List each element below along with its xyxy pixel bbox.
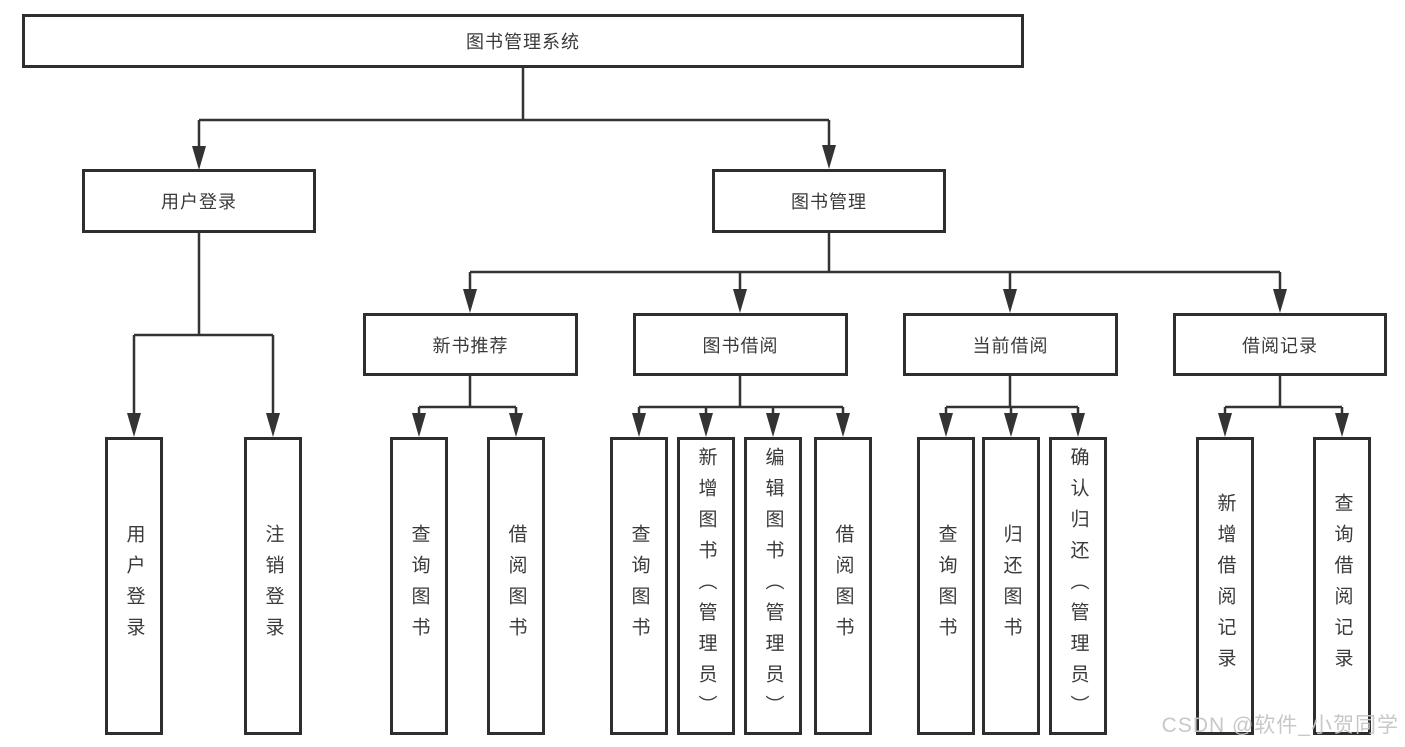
node-new-book-recommend: 新书推荐 [363,313,578,376]
leaf-borrow-books-1: 借阅图书 [487,437,545,735]
leaf-edit-books-admin: 编辑图书（管理员） [744,437,802,735]
node-book-borrow: 图书借阅 [633,313,848,376]
leaf-label: 查询借阅记录 [1331,493,1353,679]
leaf-query-books-1: 查询图书 [390,437,448,735]
connector-newbook-to-leaves [412,375,523,437]
leaf-label: 查询图书 [408,524,430,648]
leaf-logout: 注销登录 [244,437,302,735]
node-borrow-records: 借阅记录 [1173,313,1387,376]
leaf-label: 编辑图书（管理员） [762,446,784,726]
leaf-borrow-books-2: 借阅图书 [814,437,872,735]
node-root: 图书管理系统 [22,14,1024,68]
connector-bookmgmt-to-level3 [463,233,1287,313]
leaf-label: 查询图书 [628,524,650,648]
leaf-return-books: 归还图书 [982,437,1040,735]
leaf-user-login: 用户登录 [105,437,163,735]
leaf-label: 借阅图书 [505,524,527,648]
leaf-label: 借阅图书 [832,524,854,648]
leaf-query-books-3: 查询图书 [917,437,975,735]
leaf-label: 用户登录 [123,524,145,648]
node-book-management: 图书管理 [712,169,946,233]
node-user-login: 用户登录 [82,169,316,233]
leaf-add-borrow-record: 新增借阅记录 [1196,437,1254,735]
connector-current-to-leaves [939,375,1085,437]
watermark: CSDN @软件_小贺同学 [1161,714,1399,737]
connector-records-to-leaves [1218,375,1349,437]
leaf-confirm-return-admin: 确认归还（管理员） [1049,437,1107,735]
leaf-label: 确认归还（管理员） [1067,446,1089,726]
leaf-add-books-admin: 新增图书（管理员） [677,437,735,735]
leaf-label: 注销登录 [262,524,284,648]
leaf-label: 新增图书（管理员） [695,446,717,726]
node-current-borrow: 当前借阅 [903,313,1118,376]
connector-borrow-to-leaves [632,375,850,437]
leaf-label: 新增借阅记录 [1214,493,1236,679]
leaf-query-borrow-record: 查询借阅记录 [1313,437,1371,735]
connector-userlogin-to-leaves [127,233,280,437]
leaf-label: 查询图书 [935,524,957,648]
connector-root-to-level2 [192,68,836,170]
leaf-label: 归还图书 [1000,524,1022,648]
leaf-query-books-2: 查询图书 [610,437,668,735]
